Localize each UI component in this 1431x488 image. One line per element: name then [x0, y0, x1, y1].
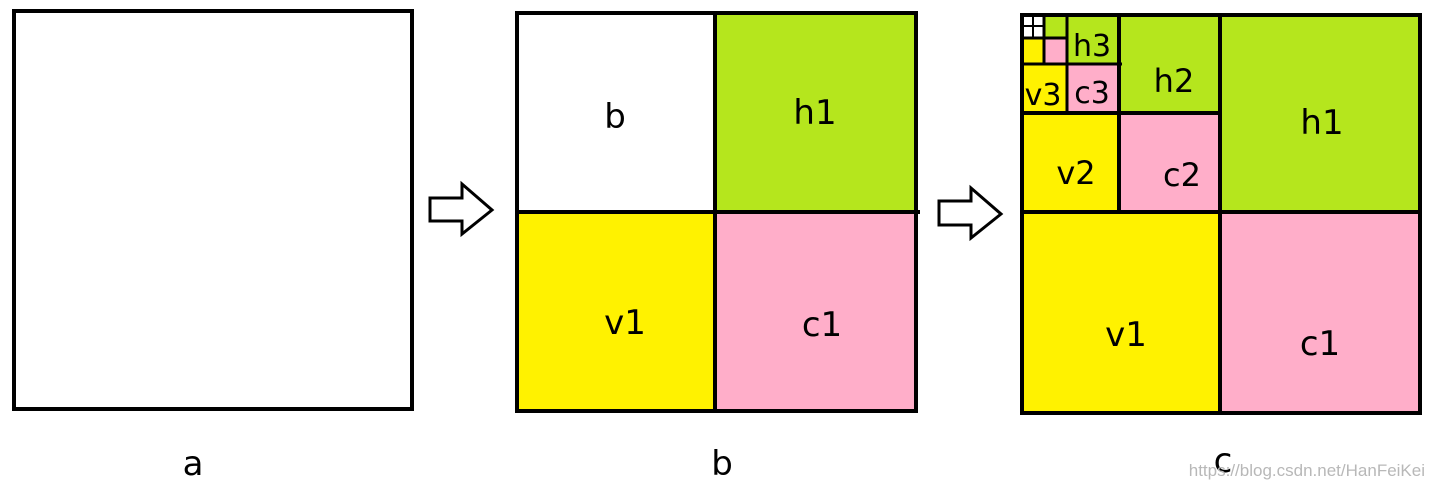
panel-b-border [515, 11, 918, 413]
quadrant-b [517, 13, 715, 212]
label-c-v1: v1 [1105, 315, 1147, 355]
region-c3 [1067, 64, 1119, 113]
panel-a-caption: a [183, 444, 204, 484]
label-c-h2: h2 [1154, 62, 1195, 100]
panel-c: h1 v1 c1 h2 v2 c2 h3 v3 c3 c [1020, 13, 1422, 481]
panel-a-square [12, 9, 414, 411]
region-c4 [1044, 38, 1067, 64]
label-c-c1: c1 [1300, 324, 1340, 364]
panel-b-caption: b [711, 444, 733, 484]
right-arrow-icon [428, 180, 495, 238]
label-c-h3: h3 [1073, 29, 1111, 64]
label-c-v2: v2 [1056, 154, 1095, 192]
region-v4 [1022, 38, 1044, 64]
panel-c-border [1020, 13, 1422, 415]
label-c1: c1 [802, 305, 842, 345]
right-arrow-icon [937, 184, 1004, 242]
quadrant-h1 [715, 13, 916, 212]
region-v1 [1022, 212, 1220, 413]
panel-b: b h1 v1 c1 b [515, 11, 920, 484]
region-h4 [1044, 15, 1067, 38]
label-c-c2: c2 [1163, 156, 1201, 194]
region-h2 [1119, 15, 1220, 113]
region-c2 [1119, 113, 1220, 212]
label-c-c3: c3 [1074, 76, 1110, 111]
label-v1: v1 [604, 303, 646, 343]
panel-c-caption: c [1214, 441, 1233, 481]
region-v2 [1022, 113, 1119, 212]
label-b: b [604, 97, 626, 137]
quadrant-c1 [715, 212, 916, 411]
panel-a: a [12, 9, 414, 484]
quadrant-v1 [517, 212, 715, 411]
region-h3 [1067, 15, 1119, 64]
label-c-h1: h1 [1300, 103, 1343, 143]
region-h1 [1220, 15, 1420, 212]
region-c1 [1220, 212, 1420, 413]
label-h1: h1 [793, 93, 836, 133]
label-c-v3: v3 [1025, 78, 1062, 113]
region-v3 [1022, 64, 1067, 113]
watermark: https://blog.csdn.net/HanFeiKei [1189, 461, 1425, 480]
